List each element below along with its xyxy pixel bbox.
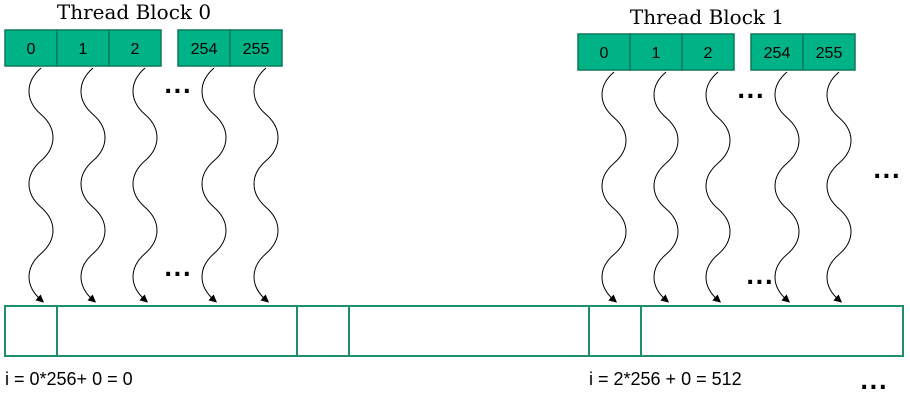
- thread-index-label: 254: [764, 45, 791, 62]
- thread-arrow: [774, 71, 800, 303]
- index-formula-block-1: i = 2*256 + 0 = 512: [589, 369, 742, 389]
- thread-cell: 254: [177, 29, 231, 67]
- thread-index-label: 254: [191, 41, 218, 58]
- ellipsis-block-0-bottom: ...: [164, 257, 192, 282]
- thread-arrow: [132, 67, 158, 303]
- thread-index-label: 0: [600, 45, 609, 62]
- thread-arrow: [201, 67, 227, 303]
- thread-index-label: 2: [704, 45, 713, 62]
- thread-arrow: [80, 67, 106, 303]
- array-cell-256: [296, 305, 350, 357]
- ellipsis-block-1-top: ...: [737, 79, 765, 104]
- ellipsis-block-1-bottom: ...: [746, 265, 774, 290]
- memory-array: [4, 305, 904, 357]
- thread-cell: 2: [681, 33, 735, 71]
- thread-arrow: [653, 71, 679, 303]
- thread-cell: 0: [4, 29, 58, 67]
- array-cell-0: [4, 305, 58, 357]
- thread-arrow: [705, 71, 731, 303]
- thread-arrow: [253, 67, 279, 303]
- thread-cell: 255: [802, 33, 856, 71]
- thread-cell: 0: [577, 33, 631, 71]
- ellipsis-right-bottom: ...: [860, 370, 888, 395]
- ellipsis-block-0-top: ...: [164, 74, 192, 99]
- thread-index-label: 255: [816, 45, 843, 62]
- thread-cell: 1: [629, 33, 683, 71]
- thread-index-label: 1: [79, 41, 88, 58]
- thread-cell: 1: [56, 29, 110, 67]
- index-formula-block-0: i = 0*256+ 0 = 0: [5, 369, 133, 389]
- thread-cell: 254: [750, 33, 804, 71]
- thread-block-0-title: Thread Block 0: [57, 0, 211, 24]
- thread-index-label: 255: [243, 41, 270, 58]
- thread-index-label: 2: [131, 41, 140, 58]
- thread-cell: 2: [108, 29, 162, 67]
- thread-block-0: 0 1 2 254 255 ... ...: [4, 29, 283, 282]
- thread-arrow: [826, 71, 852, 303]
- thread-cell: 255: [229, 29, 283, 67]
- thread-arrows: [28, 67, 852, 303]
- array-cell-512: [588, 305, 642, 357]
- ellipsis-right-middle: ...: [873, 159, 901, 184]
- thread-index-label: 1: [652, 45, 661, 62]
- thread-block-1-title: Thread Block 1: [630, 5, 784, 29]
- thread-arrow: [28, 67, 54, 303]
- thread-block-1: 0 1 2 254 255 ... ...: [577, 33, 856, 290]
- thread-arrow: [601, 71, 627, 303]
- thread-index-label: 0: [27, 41, 36, 58]
